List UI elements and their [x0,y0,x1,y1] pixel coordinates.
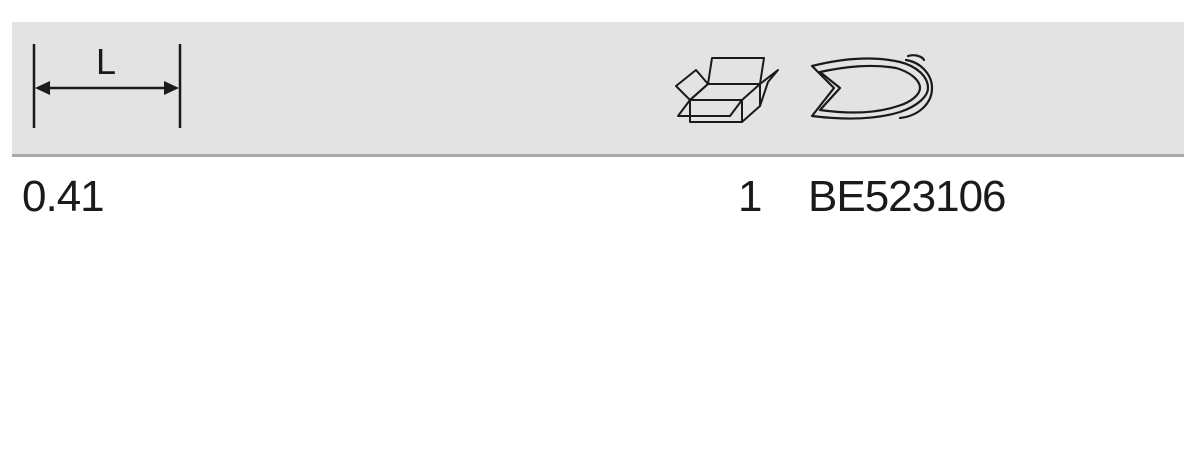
length-value: 0.41 [22,172,105,221]
open-box-icon [675,57,779,123]
article-number-value: BE523106 [808,172,1007,221]
article-number-header [804,22,954,154]
quantity-header [668,22,788,154]
table-header: L [12,22,1184,157]
length-header: L [22,22,192,154]
product-spec-table: L [12,22,1184,227]
length-dimension-icon [32,44,182,128]
table-row: 0.41 1 BE523106 [12,157,1184,227]
quantity-value: 1 [738,172,763,221]
fish-icon [810,54,934,120]
length-symbol: L [96,41,117,82]
